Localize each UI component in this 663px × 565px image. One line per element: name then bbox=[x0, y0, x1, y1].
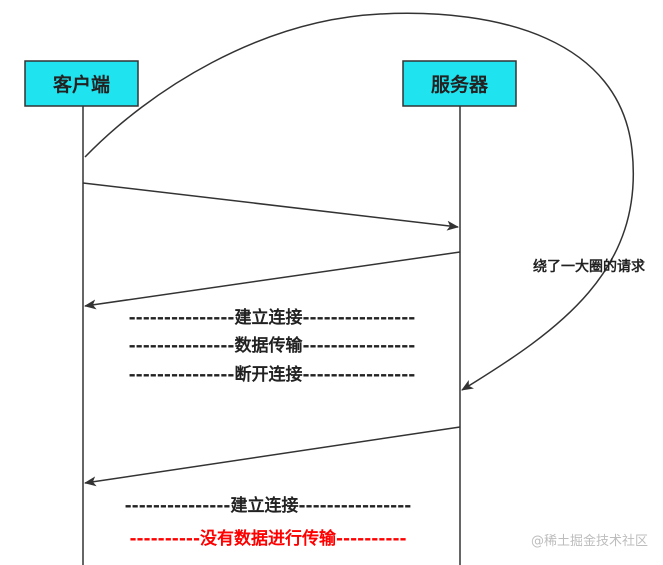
roundabout-annotation: 绕了一大圈的请求 bbox=[533, 258, 646, 275]
msg-connect-1: ---------------建立连接---------------- bbox=[129, 307, 416, 328]
server-box: 服务器 bbox=[402, 60, 517, 107]
request-arrow-1 bbox=[82, 182, 459, 231]
client-label: 客户端 bbox=[53, 73, 110, 96]
response-arrow-1 bbox=[84, 251, 461, 310]
client-box: 客户端 bbox=[24, 60, 139, 107]
roundabout-request-curve bbox=[84, 12, 635, 391]
response-arrow-2 bbox=[84, 426, 461, 487]
watermark: @稀土掘金技术社区 bbox=[531, 533, 648, 549]
msg-no-transfer: ----------没有数据进行传输---------- bbox=[129, 528, 406, 549]
msg-transfer: ---------------数据传输---------------- bbox=[129, 335, 416, 356]
server-label: 服务器 bbox=[431, 73, 489, 96]
msg-connect-2: ---------------建立连接---------------- bbox=[125, 495, 412, 516]
msg-disconnect: ---------------断开连接---------------- bbox=[129, 364, 416, 385]
